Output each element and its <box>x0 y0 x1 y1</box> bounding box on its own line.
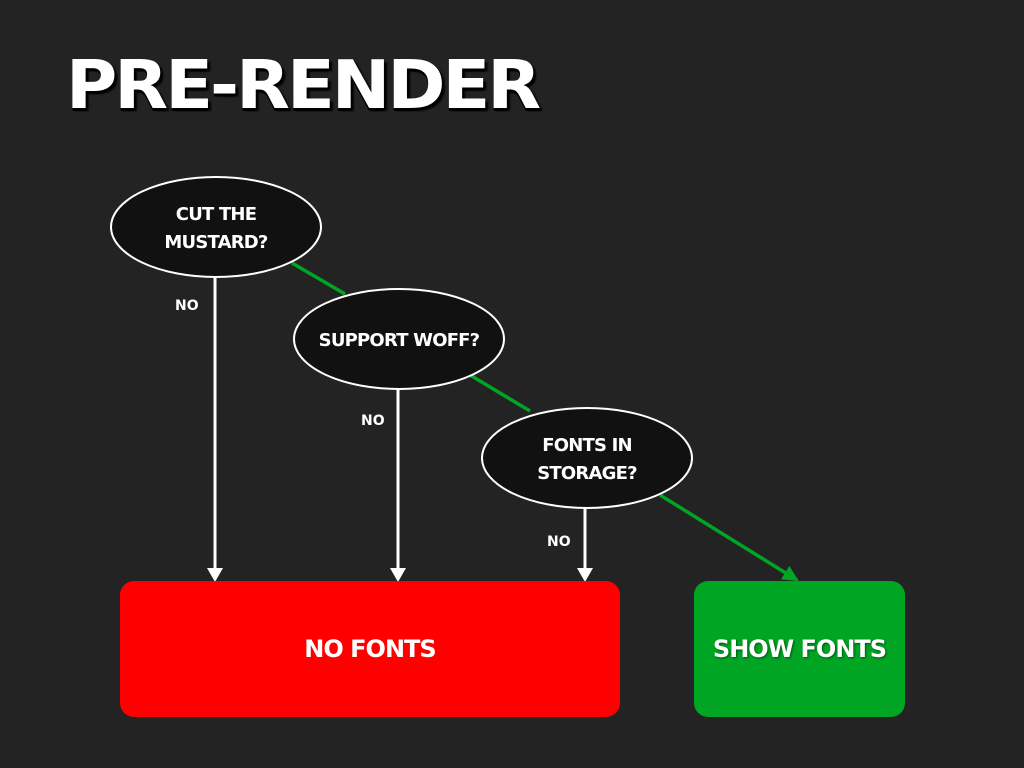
no-arrowhead-1 <box>207 568 223 582</box>
no-label-3: NO <box>547 534 571 550</box>
decision-3-line1: FONTS IN <box>542 435 632 456</box>
decision-cut-the-mustard: CUT THE MUSTARD? <box>110 176 322 278</box>
yes-path-2 <box>469 373 531 413</box>
outcome-show-fonts-label: SHOW FONTS <box>712 635 887 663</box>
no-arrowhead-3 <box>577 568 593 582</box>
no-arrowhead-2 <box>390 568 406 582</box>
decision-2-line1: SUPPORT WOFF? <box>319 330 480 351</box>
outcome-show-fonts: SHOW FONTS <box>694 581 905 717</box>
yes-path-3 <box>659 493 799 582</box>
no-label-2: NO <box>361 413 385 429</box>
no-label-1: NO <box>175 298 199 314</box>
decision-fonts-in-storage: FONTS IN STORAGE? <box>481 407 693 509</box>
decision-1-line1: CUT THE <box>176 204 256 225</box>
slide-title: PRE-RENDER <box>66 46 541 125</box>
decision-support-woff: SUPPORT WOFF? <box>293 288 505 390</box>
decision-1-line2: MUSTARD? <box>164 232 268 253</box>
outcome-no-fonts-label: NO FONTS <box>304 635 436 663</box>
decision-3-line2: STORAGE? <box>537 463 637 484</box>
outcome-no-fonts: NO FONTS <box>120 581 620 717</box>
yes-path-1 <box>291 261 346 296</box>
